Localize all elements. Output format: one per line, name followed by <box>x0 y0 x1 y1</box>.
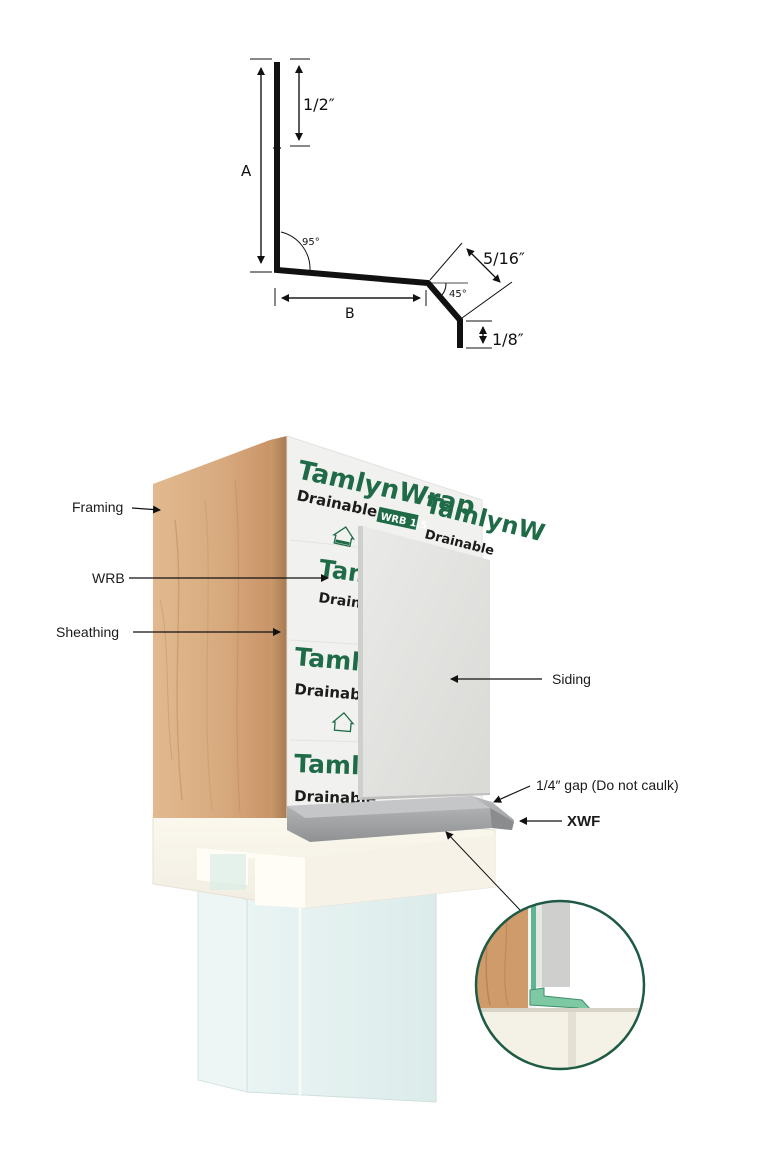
window-header <box>152 814 496 909</box>
framing <box>153 436 287 818</box>
dimension-top-lip: 1/2″ <box>290 58 335 147</box>
callout-wrb: WRB <box>92 570 125 586</box>
callout-xwf: XWF <box>567 813 600 830</box>
callout-framing: Framing <box>72 499 123 515</box>
dimension-slope: 5/16″ <box>429 242 525 319</box>
dimension-a-label: A <box>241 162 252 180</box>
dimension-a: A <box>241 58 272 273</box>
angle-corner: 95° <box>280 231 320 271</box>
dimension-drip-label: 1/8″ <box>492 330 524 349</box>
flashing-profile: A 1/2″ 95° B 45° <box>241 58 525 349</box>
dimension-b: B <box>274 288 427 322</box>
dimension-top-lip-label: 1/2″ <box>303 95 335 114</box>
callouts: Framing WRB Sheathing Siding 1/4″ gap (D… <box>56 499 679 911</box>
brand-house-icon <box>332 526 355 548</box>
siding-panel <box>358 526 490 800</box>
detail-magnifier <box>474 899 646 1071</box>
dimension-b-label: B <box>345 306 355 322</box>
wall-assembly: TamlynWrap Drainable WRB 1.5 TamlynW Dra… <box>56 435 679 1103</box>
callout-sheathing: Sheathing <box>56 624 119 640</box>
dimension-slope-label: 5/16″ <box>483 249 525 268</box>
xwf-flashing <box>287 796 514 842</box>
callout-siding: Siding <box>552 671 591 687</box>
dimension-drip: 1/8″ <box>466 320 524 349</box>
callout-gap: 1/4″ gap (Do not caulk) <box>536 777 679 793</box>
angle-slope-label: 45° <box>449 289 467 300</box>
angle-slope: 45° <box>428 282 468 300</box>
angle-corner-label: 95° <box>302 237 320 248</box>
